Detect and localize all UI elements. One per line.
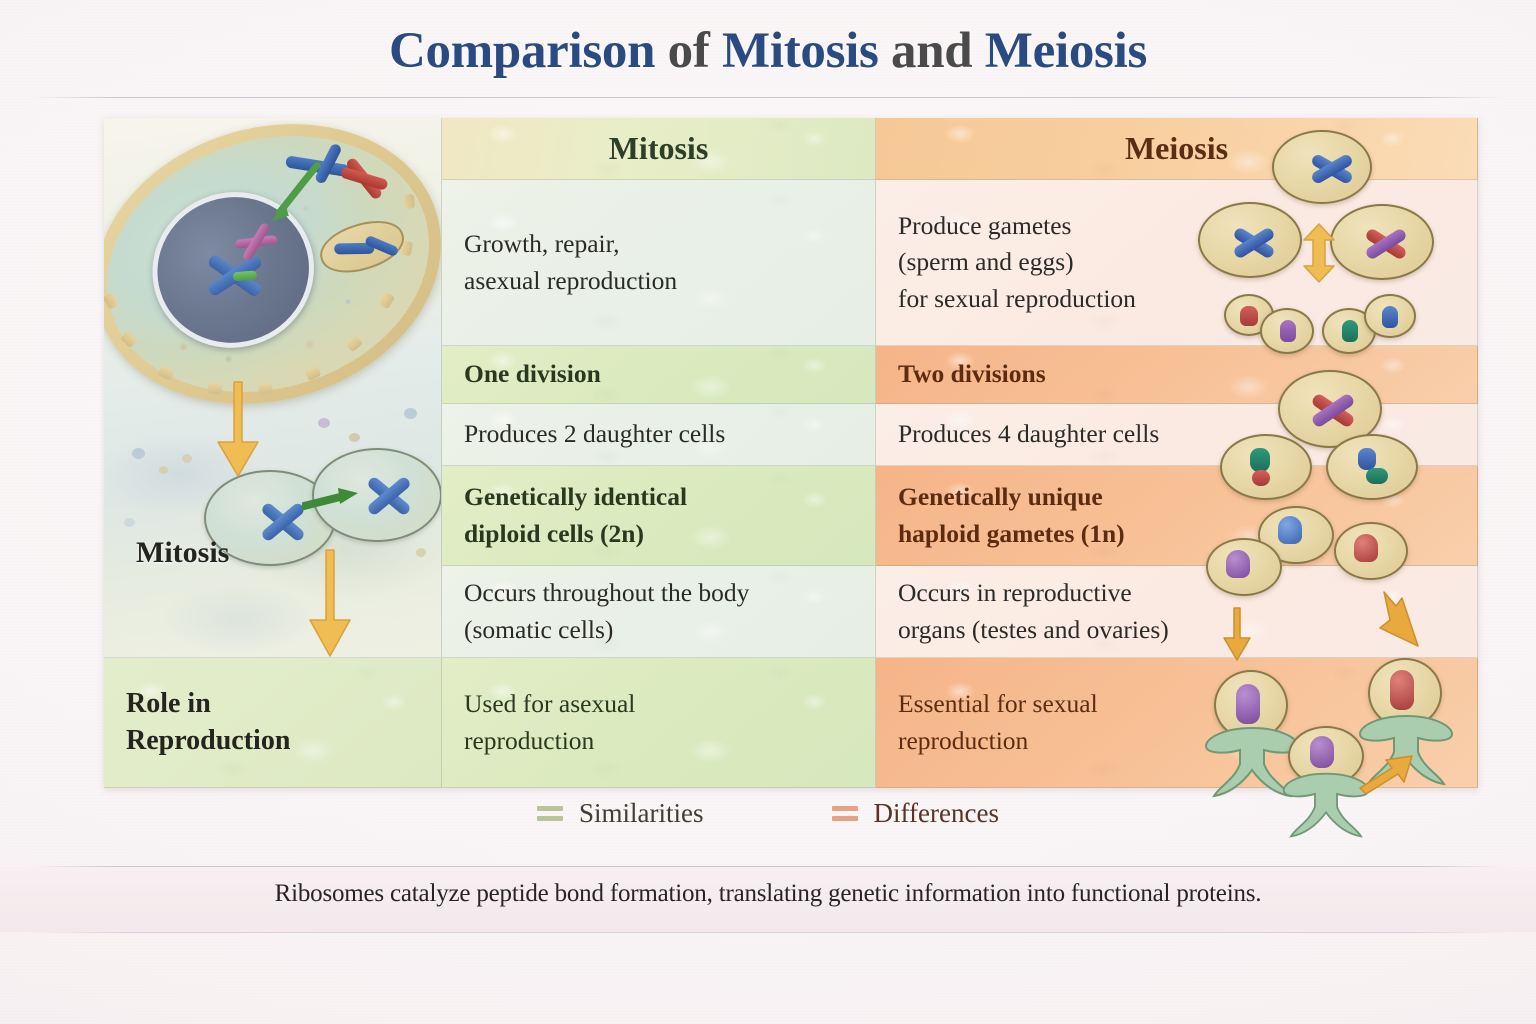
table-cell-mitosis: Growth, repair, asexual reproduction [442, 180, 876, 346]
chromosome-red [330, 149, 398, 208]
chromosome-blue [360, 470, 418, 522]
table-cell-meiosis: Produces 4 daughter cells [876, 404, 1478, 466]
cytoplasm-speckle [182, 454, 192, 463]
membrane-pore [402, 193, 416, 210]
gold-arrow-icon [309, 549, 351, 657]
table-cell-mitosis: Genetically identical diploid cells (2n) [442, 466, 876, 566]
column-header-meiosis: Meiosis [876, 118, 1478, 180]
legend-label-differences: Differences [873, 798, 999, 828]
table-cell-meiosis: Two divisions [876, 346, 1478, 404]
differences-swatch-icon [831, 806, 858, 821]
page-title: Comparison of Mitosis and Meiosis [0, 22, 1536, 81]
title-part-of: of [667, 23, 710, 79]
footer-band [0, 867, 1536, 932]
green-arrow-icon [271, 161, 321, 222]
table-cell-meiosis: Occurs in reproductive organs (testes an… [876, 566, 1478, 658]
footer-divider-bottom [30, 932, 1506, 933]
gold-arrow-icon [217, 381, 259, 477]
title-part-comparison: Comparison [388, 23, 656, 79]
cytoplasm-speckle [132, 448, 145, 459]
table-cell-meiosis: Produce gametes (sperm and eggs) for sex… [876, 180, 1478, 346]
legend-label-similarities: Similarities [579, 798, 704, 828]
title-part-and: and [891, 23, 973, 79]
title-part-mitosis: Mitosis [721, 23, 879, 79]
cytoplasm-speckle [349, 433, 360, 442]
legend-item-differences: Differences [831, 798, 999, 829]
column-header-mitosis: Mitosis [442, 118, 876, 180]
title-part-meiosis: Meiosis [984, 23, 1148, 79]
table-cell-mitosis: Occurs throughout the body (somatic cell… [442, 566, 876, 658]
cytoplasm-speckle [124, 518, 135, 527]
table-cell-meiosis: Genetically unique haploid gametes (1n) [876, 466, 1478, 566]
cytoplasm-speckle [404, 408, 417, 419]
table-cell-mitosis: Used for asexual reproduction [442, 658, 876, 788]
comparison-table: Mitosis Mitosis Meiosis Growth, repair, … [104, 118, 1478, 838]
mitosis-illustration-label: Mitosis [136, 536, 230, 569]
cytoplasm-speckle [318, 418, 330, 428]
mitosis-illustration-panel: Mitosis [104, 118, 442, 658]
legend: Similarities Differences [0, 798, 1536, 829]
table-cell-meiosis: Essential for sexual reproduction [876, 658, 1478, 788]
similarities-swatch-icon [537, 806, 564, 821]
footer-caption: Ribosomes catalyze peptide bond formatio… [274, 880, 1262, 907]
eukaryotic-cell-diagram [104, 118, 441, 446]
row-label-role-in-reproduction: Role in Reproduction [104, 658, 442, 788]
table-cell-mitosis: Produces 2 daughter cells [442, 404, 876, 466]
cytoplasm-speckle [416, 548, 426, 557]
title-divider [30, 97, 1506, 98]
table-cell-mitosis: One division [442, 346, 876, 404]
green-arrow-icon [302, 488, 358, 510]
cytoplasm-speckle [159, 466, 168, 474]
footer-divider-top [30, 866, 1506, 867]
legend-item-similarities: Similarities [537, 798, 704, 829]
